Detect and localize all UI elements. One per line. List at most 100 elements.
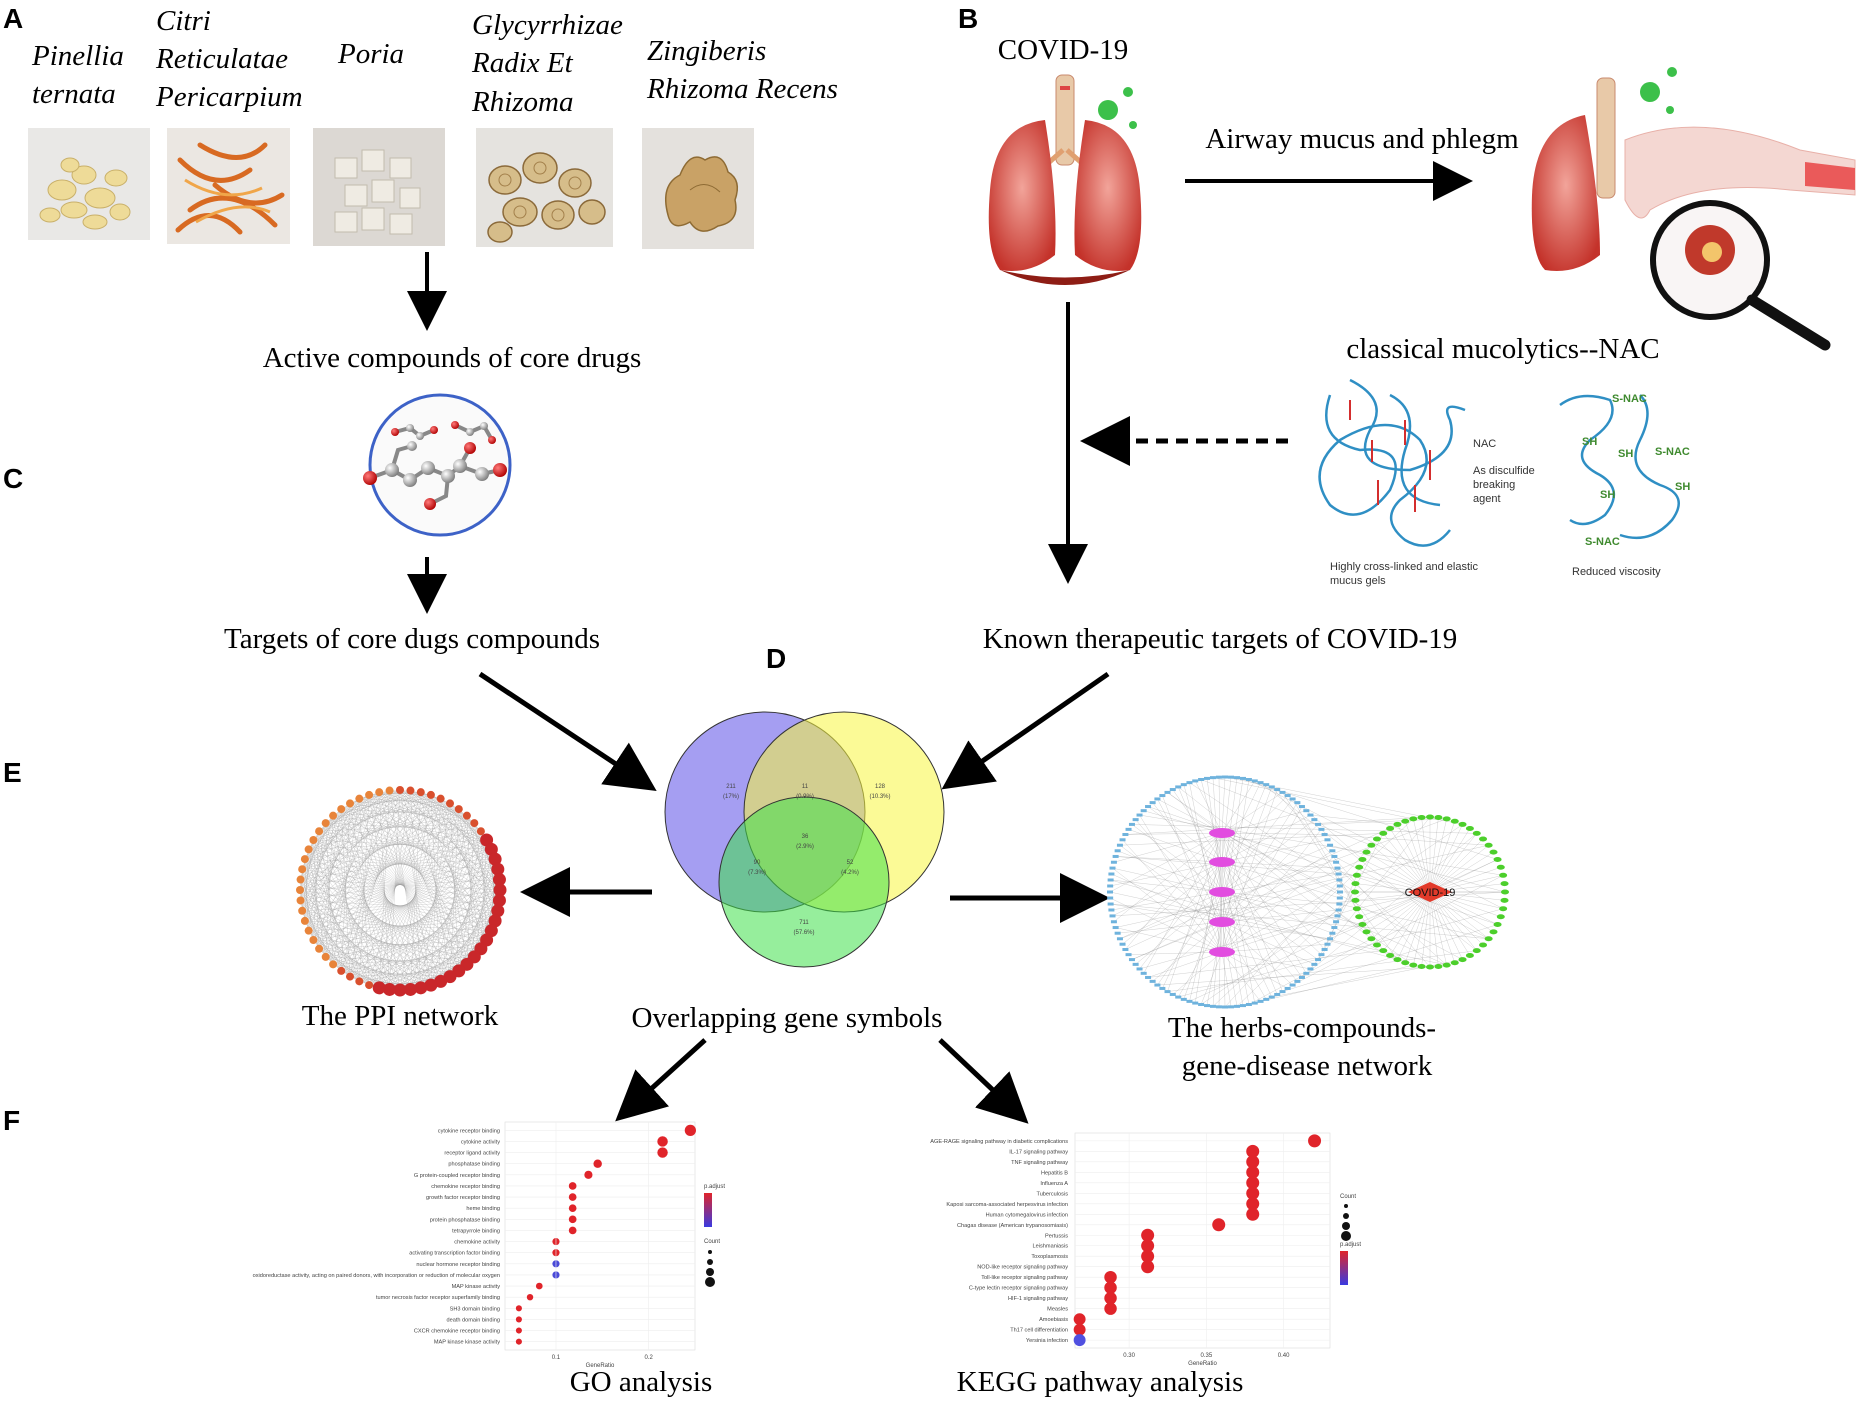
ppi-edge [301, 809, 342, 911]
network-edge [1221, 782, 1261, 863]
compound-node [1204, 776, 1211, 780]
network-edge [1429, 818, 1447, 893]
network-edge [1157, 798, 1223, 923]
compound-node [1116, 843, 1123, 847]
compound-node [1307, 967, 1314, 971]
herb-photo-ginger [642, 128, 754, 249]
term-dot [1141, 1260, 1155, 1274]
network-edge [1429, 833, 1477, 893]
network-edge [1115, 856, 1357, 876]
network-edge [1125, 832, 1223, 950]
network-edge [1218, 861, 1223, 1007]
compound-node [1145, 975, 1152, 979]
compound-node [1154, 983, 1161, 987]
gene-node [1393, 957, 1402, 963]
network-edge [1152, 802, 1223, 893]
network-edge [1110, 879, 1223, 893]
compound-node [1274, 788, 1281, 792]
term-dot [657, 1147, 668, 1158]
term-label: Toll-like receptor signaling pathway [981, 1275, 1068, 1281]
network-edge [1429, 891, 1439, 967]
network-edge [1405, 821, 1431, 893]
compound-node [1334, 866, 1341, 870]
network-edge [1221, 780, 1255, 834]
network-edge [1172, 951, 1223, 995]
term-label: CXCR chemokine receptor binding [414, 1329, 500, 1335]
ppi-edge [333, 815, 487, 841]
network-edge [1212, 777, 1414, 820]
venn-blue-only-p: (17%) [723, 794, 739, 800]
ppi-edge [313, 831, 320, 941]
compound-node [1215, 775, 1222, 779]
network-edge [1405, 891, 1431, 963]
ppi-edge [379, 792, 501, 891]
term-dot [593, 1159, 602, 1168]
compound-node [1289, 983, 1296, 987]
term-dot [657, 1136, 668, 1147]
network-edge [1221, 921, 1315, 965]
gene-node [1450, 960, 1459, 966]
network-edge [1221, 824, 1319, 923]
term-label: growth factor receptor binding [426, 1195, 500, 1201]
compound-node [1132, 818, 1139, 822]
network-edge [1221, 944, 1328, 953]
network-edge [1221, 861, 1338, 869]
ppi-network [296, 786, 507, 997]
network-edge [1110, 903, 1223, 923]
network-edge [1221, 832, 1283, 992]
network-edge [1429, 891, 1489, 939]
network-edge [1376, 838, 1431, 893]
network-edge [1111, 873, 1223, 923]
term-label: heme binding [466, 1206, 500, 1212]
nac-mechanism-illustration: NAC As disculfide breaking agent Highly … [1318, 378, 1690, 587]
term-dot [684, 1124, 696, 1136]
network-edge [1221, 861, 1340, 899]
network-edge [1221, 951, 1232, 1007]
compound-node [1245, 778, 1252, 782]
nac-sh-4: SH [1675, 481, 1690, 493]
term-dot [1246, 1197, 1260, 1211]
ppi-edge [304, 803, 451, 860]
term-label: Measles [1047, 1307, 1068, 1313]
ppi-node [372, 981, 386, 995]
ppi-node [337, 805, 346, 814]
network-edge [1282, 924, 1498, 992]
ppi-node [355, 977, 364, 986]
compound-node [1279, 990, 1286, 994]
ppi-node [304, 845, 313, 854]
compound-node [1164, 990, 1171, 994]
herb-names: Pinellia ternata Citri Reticulatae Peric… [31, 5, 838, 118]
gene-node [1401, 960, 1410, 966]
network-edge [1143, 810, 1223, 834]
gene-node [1367, 842, 1376, 848]
herb-1-line-1: Pinellia [31, 40, 124, 72]
compound-node [1140, 809, 1147, 813]
gene-node [1358, 856, 1367, 862]
ppi-node [393, 983, 407, 997]
compound-node [1164, 790, 1171, 794]
network-edge [1147, 806, 1223, 863]
panel-label-c: C [3, 463, 23, 494]
gene-node [1362, 929, 1371, 935]
compound-node [1336, 902, 1343, 906]
compound-node [1311, 818, 1318, 822]
ppi-edge [341, 803, 351, 971]
network-edge [1310, 814, 1398, 825]
gene-node [1409, 962, 1418, 968]
panel-label-b: B [958, 3, 978, 34]
compound-node [1315, 958, 1322, 962]
compound-node [1169, 992, 1176, 996]
ppi-edge [319, 822, 475, 832]
ppi-node [484, 842, 498, 856]
network-edge [1178, 786, 1372, 939]
compound-node [1336, 896, 1343, 900]
compound-node [1175, 785, 1182, 789]
ppi-edge [341, 808, 492, 850]
compound-node [1110, 920, 1117, 924]
network-edge [1221, 891, 1244, 1006]
network-edge [1212, 777, 1223, 923]
network-edge [1167, 792, 1414, 966]
nac-reduced-viscosity: Reduced viscosity [1572, 566, 1661, 578]
term-label: Th17 cell differentiation [1010, 1328, 1068, 1334]
herb-5-line-2: Rhizoma Recens [646, 73, 838, 105]
